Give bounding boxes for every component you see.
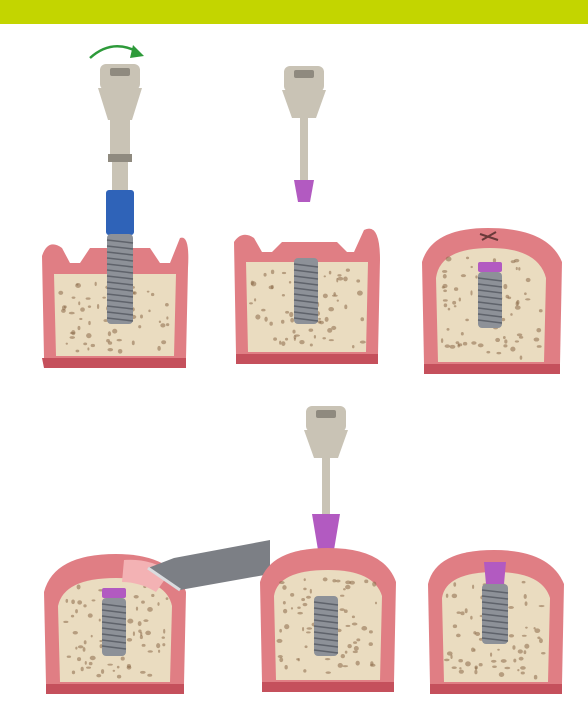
step-cover-screw-placement: [232, 62, 382, 372]
implant: [102, 588, 126, 656]
blue-sleeve: [106, 190, 134, 235]
implant: [478, 262, 502, 328]
implant: [107, 234, 133, 324]
driver-handle: [98, 64, 142, 192]
driver-handle: [282, 66, 326, 180]
step-implant-insertion: [40, 38, 190, 373]
step-healing-cap-in-place: [424, 540, 574, 700]
implant: [314, 596, 338, 656]
healing-cap-icon: [312, 514, 340, 550]
header-bar: [0, 0, 588, 24]
step-healing-cap-placement: [256, 400, 406, 700]
cover-screw-icon: [294, 180, 314, 202]
step-tissue-incision: [40, 532, 270, 702]
step-flap-closure: [418, 222, 568, 382]
healing-cap-icon: [484, 562, 506, 584]
driver-handle: [304, 406, 348, 514]
implant: [482, 584, 508, 644]
implant: [294, 258, 318, 324]
